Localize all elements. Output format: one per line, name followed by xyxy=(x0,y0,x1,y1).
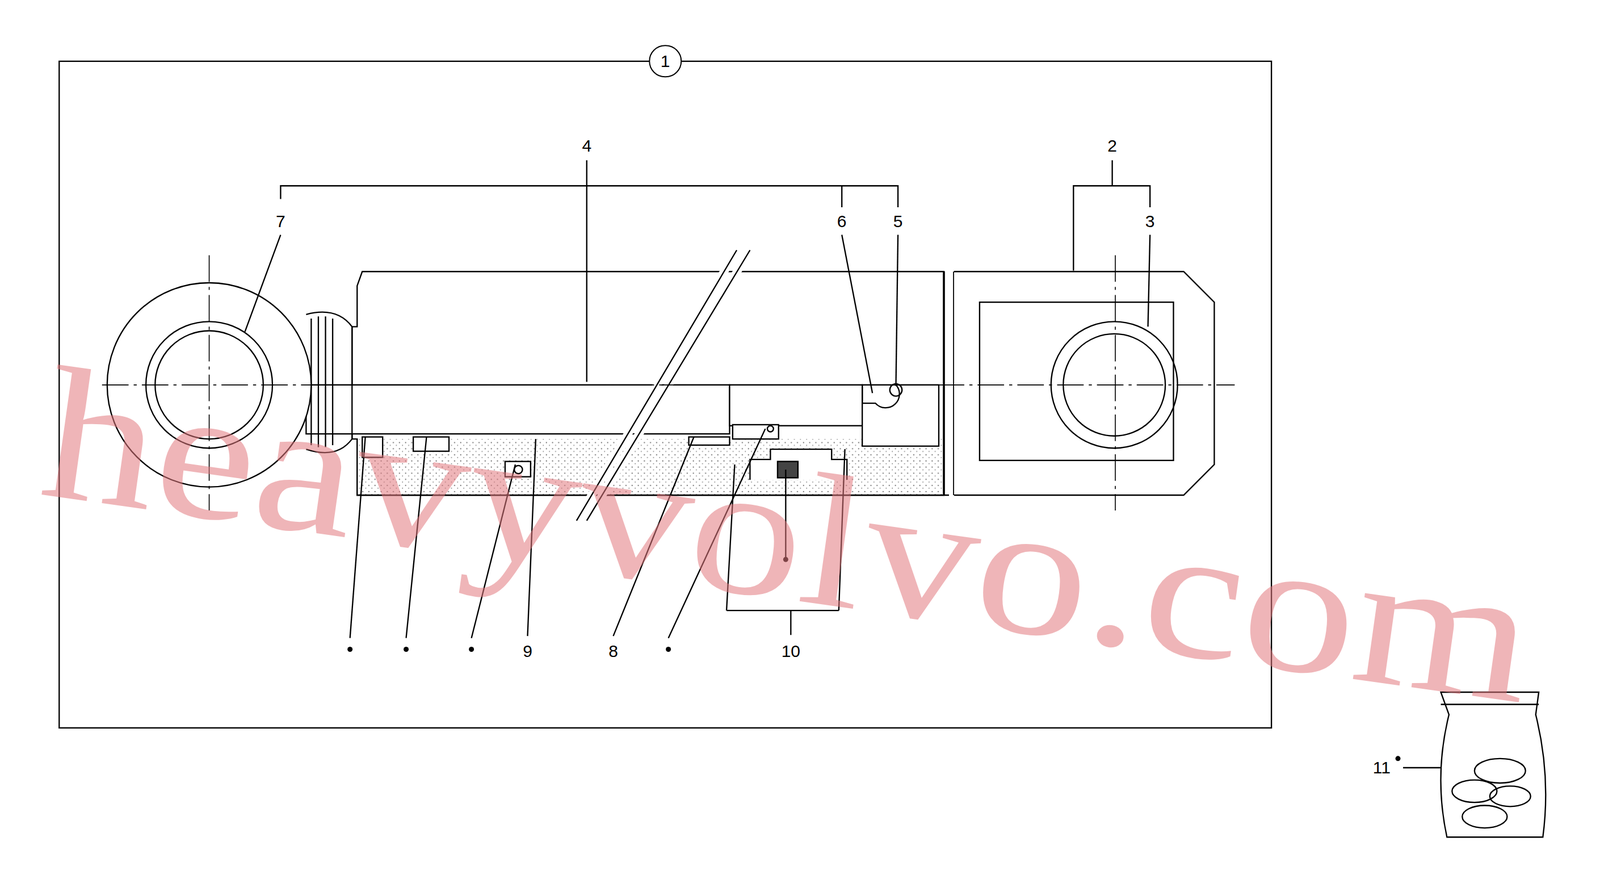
callout-number: 8 xyxy=(608,642,619,660)
callout-number: 7 xyxy=(275,212,286,230)
callout-number: 1 xyxy=(660,52,671,70)
callout-number: 3 xyxy=(1145,212,1156,230)
callout-circle: 1 xyxy=(648,44,682,78)
callout-number: 2 xyxy=(1107,137,1117,155)
callout-number: 6 xyxy=(837,212,847,230)
callout-number: 10 xyxy=(781,642,801,660)
callout-number: 9 xyxy=(522,642,533,660)
callout-number: 4 xyxy=(581,137,592,155)
callout-number: 5 xyxy=(893,212,904,230)
callout-number: 11 xyxy=(1372,758,1391,776)
